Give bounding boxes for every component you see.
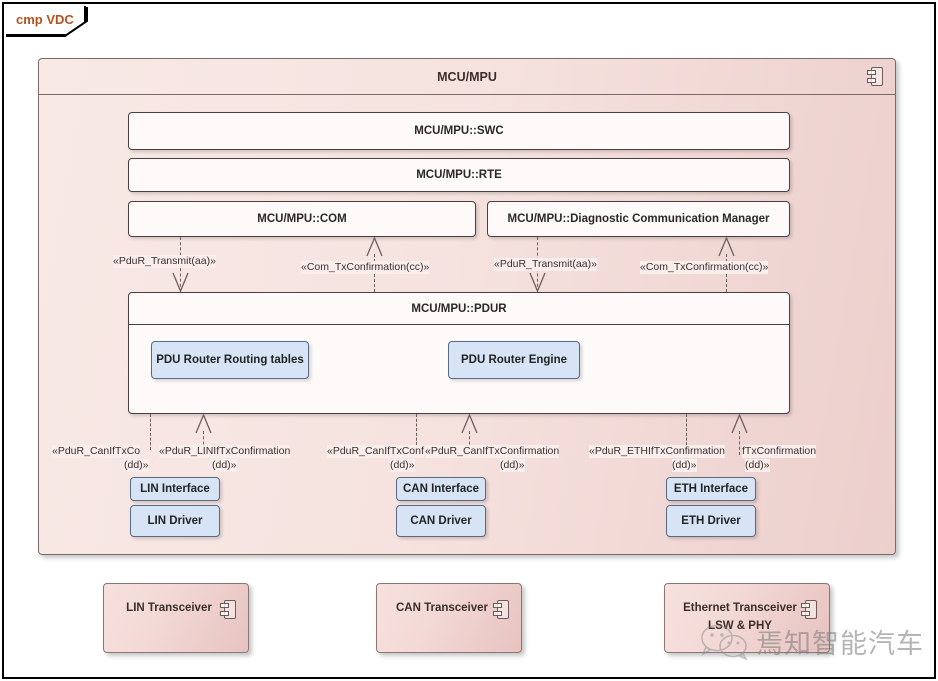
- ethernet-transceiver-label: Ethernet Transceiver: [683, 602, 797, 614]
- can-driver[interactable]: CAN Driver: [396, 505, 486, 537]
- connector-dcm-pdur-confirmation-label: «Com_TxConfirmation(cc)»: [640, 261, 769, 274]
- connector-dcm-pdur-transmit-label: «PduR_Transmit(aa)»: [494, 258, 597, 271]
- layer-com-label: MCU/MPU::COM: [257, 212, 347, 225]
- connector-com-pdur-confirmation-label: «Com_TxConfirmation(cc)»: [301, 261, 430, 274]
- layer-dcm[interactable]: MCU/MPU::Diagnostic Communication Manage…: [487, 201, 790, 237]
- connector-eth-left-line: [686, 414, 687, 450]
- eth-interface-label: ETH Interface: [673, 483, 749, 495]
- connector-can-right-label: «PduR_CanIfTxConfirmation: [425, 445, 560, 458]
- layer-pdur[interactable]: MCU/MPU::PDUR PDU Router Routing tables …: [128, 292, 790, 414]
- component-icon: [801, 600, 817, 619]
- ethernet-transceiver-sublabel: LSW & PHY: [708, 620, 772, 632]
- connector-can-left-line: [416, 414, 417, 450]
- mcu-mpu-title: MCU/MPU: [39, 59, 895, 95]
- component-icon: [493, 600, 509, 619]
- connector-com-pdur-transmit-label: «PduR_Transmit(aa)»: [113, 255, 216, 268]
- eth-driver-label: ETH Driver: [681, 515, 741, 527]
- eth-interface[interactable]: ETH Interface: [666, 477, 756, 501]
- connector-can-left-label-suffix: (dd)»: [390, 459, 415, 472]
- pdu-router-routing-tables-label: PDU Router Routing tables: [156, 354, 304, 366]
- connector-can-right-line: [469, 431, 470, 455]
- pdu-router-engine[interactable]: PDU Router Engine: [448, 341, 580, 379]
- connector-eth-left-label-suffix: (dd)»: [672, 459, 697, 472]
- eth-driver[interactable]: ETH Driver: [666, 505, 756, 537]
- can-interface[interactable]: CAN Interface: [396, 477, 486, 501]
- connector-eth-right-label-suffix: (dd)»: [745, 459, 770, 472]
- can-driver-label: CAN Driver: [410, 515, 472, 527]
- layer-rte[interactable]: MCU/MPU::RTE: [128, 158, 790, 192]
- component-icon: [220, 600, 236, 619]
- connector-lin-right-label: «PduR_LINIfTxConfirmation: [159, 445, 291, 458]
- connector-dcm-pdur-transmit-arrow: [529, 272, 546, 293]
- connector-lin-left-label-suffix: (dd)»: [124, 459, 149, 472]
- connector-lin-right-arrow: [195, 414, 212, 434]
- can-transceiver[interactable]: CAN Transceiver: [376, 583, 522, 653]
- layer-rte-label: MCU/MPU::RTE: [416, 168, 502, 181]
- pdu-router-engine-label: PDU Router Engine: [460, 354, 568, 366]
- connector-dcm-pdur-confirmation-arrow: [718, 237, 735, 257]
- connector-lin-left-line: [150, 414, 151, 450]
- can-interface-label: CAN Interface: [402, 483, 480, 495]
- lin-transceiver-label: LIN Transceiver: [126, 602, 212, 614]
- connector-can-right-arrow: [461, 414, 478, 434]
- lin-interface[interactable]: LIN Interface: [130, 477, 220, 501]
- lin-driver-label: LIN Driver: [147, 515, 203, 527]
- layer-swc[interactable]: MCU/MPU::SWC: [128, 112, 790, 150]
- connector-com-pdur-transmit-arrow: [172, 272, 189, 293]
- connector-can-right-label-suffix: (dd)»: [500, 459, 525, 472]
- connector-can-left-label: «PduR_CanIfTxConf: [327, 445, 424, 458]
- lin-driver[interactable]: LIN Driver: [130, 505, 220, 537]
- connector-eth-right-arrow: [731, 414, 748, 434]
- can-transceiver-label: CAN Transceiver: [395, 602, 489, 614]
- frame-label: cmp VDC: [6, 6, 86, 36]
- connector-lin-right-label-suffix: (dd)»: [212, 459, 237, 472]
- connector-eth-right-line: [739, 431, 740, 455]
- connector-com-pdur-confirmation-arrow: [366, 237, 383, 257]
- layer-swc-label: MCU/MPU::SWC: [414, 124, 504, 137]
- layer-dcm-label: MCU/MPU::Diagnostic Communication Manage…: [507, 212, 770, 225]
- connector-eth-right-label: fTxConfirmation: [742, 445, 817, 458]
- connector-lin-right-line: [203, 431, 204, 455]
- layer-com[interactable]: MCU/MPU::COM: [128, 201, 476, 237]
- layer-pdur-label: MCU/MPU::PDUR: [129, 293, 789, 325]
- ethernet-transceiver[interactable]: Ethernet Transceiver LSW & PHY: [664, 583, 830, 653]
- lin-interface-label: LIN Interface: [140, 483, 210, 495]
- component-icon: [867, 67, 883, 86]
- pdu-router-routing-tables[interactable]: PDU Router Routing tables: [151, 341, 309, 379]
- lin-transceiver[interactable]: LIN Transceiver: [103, 583, 249, 653]
- connector-eth-left-label: «PduR_ETHIfTxConfirmation: [589, 445, 725, 458]
- connector-lin-left-label: «PduR_CanIfTxCo: [52, 445, 141, 458]
